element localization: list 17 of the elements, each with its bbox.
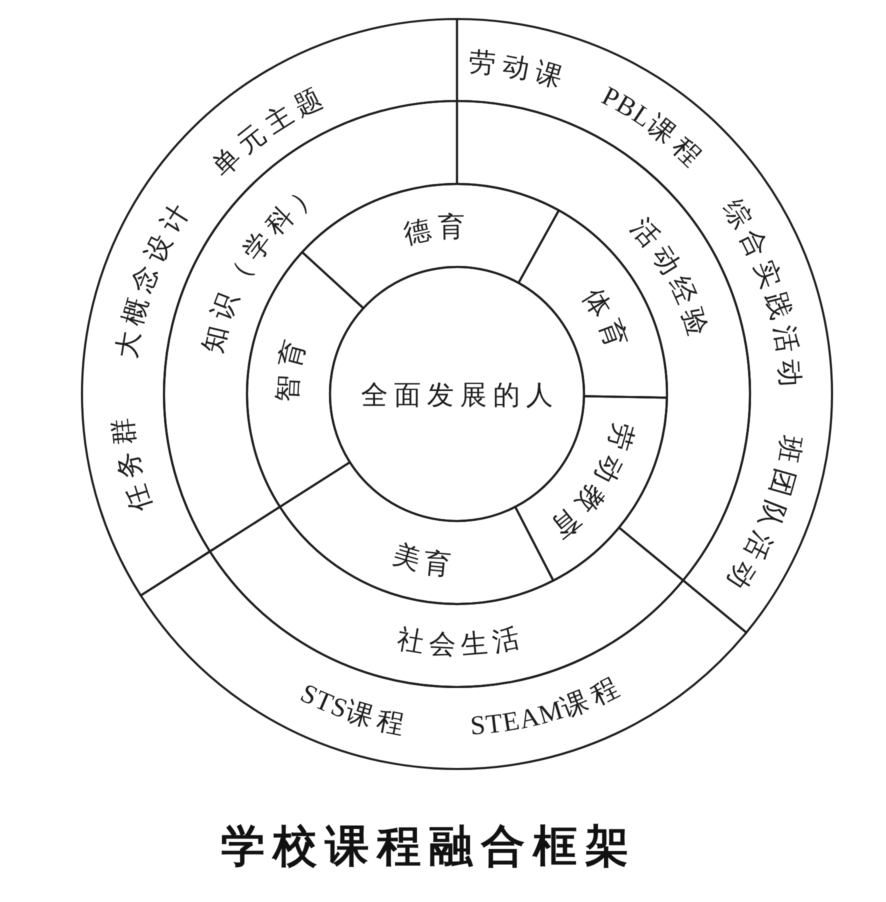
segment-label: 综合实践活动 [717, 194, 806, 394]
circle-label: 全面发展的人 [361, 380, 559, 410]
segment-label: STEAM课程 [469, 669, 628, 741]
segment-label: 大概念设计 [111, 194, 198, 361]
segment-label: 社会生活 [395, 621, 528, 660]
segment-label: 班团队活动 [718, 434, 807, 600]
segment-label: 体育 [577, 283, 634, 358]
segment-label: 劳动课 [467, 46, 572, 95]
diagram-title: 学校课程融合框架 [220, 820, 638, 874]
segment-label: 任务群 [106, 410, 156, 515]
segment-label: STS课程 [296, 678, 413, 740]
segment-label: 单元主题 [206, 80, 332, 182]
ring-segment [278, 461, 554, 606]
segment-label: 劳动教育 [541, 420, 639, 548]
segment-label: PBL课程 [597, 80, 712, 176]
segment-label: 德育 [400, 212, 472, 250]
segment-label: 美育 [390, 539, 458, 580]
